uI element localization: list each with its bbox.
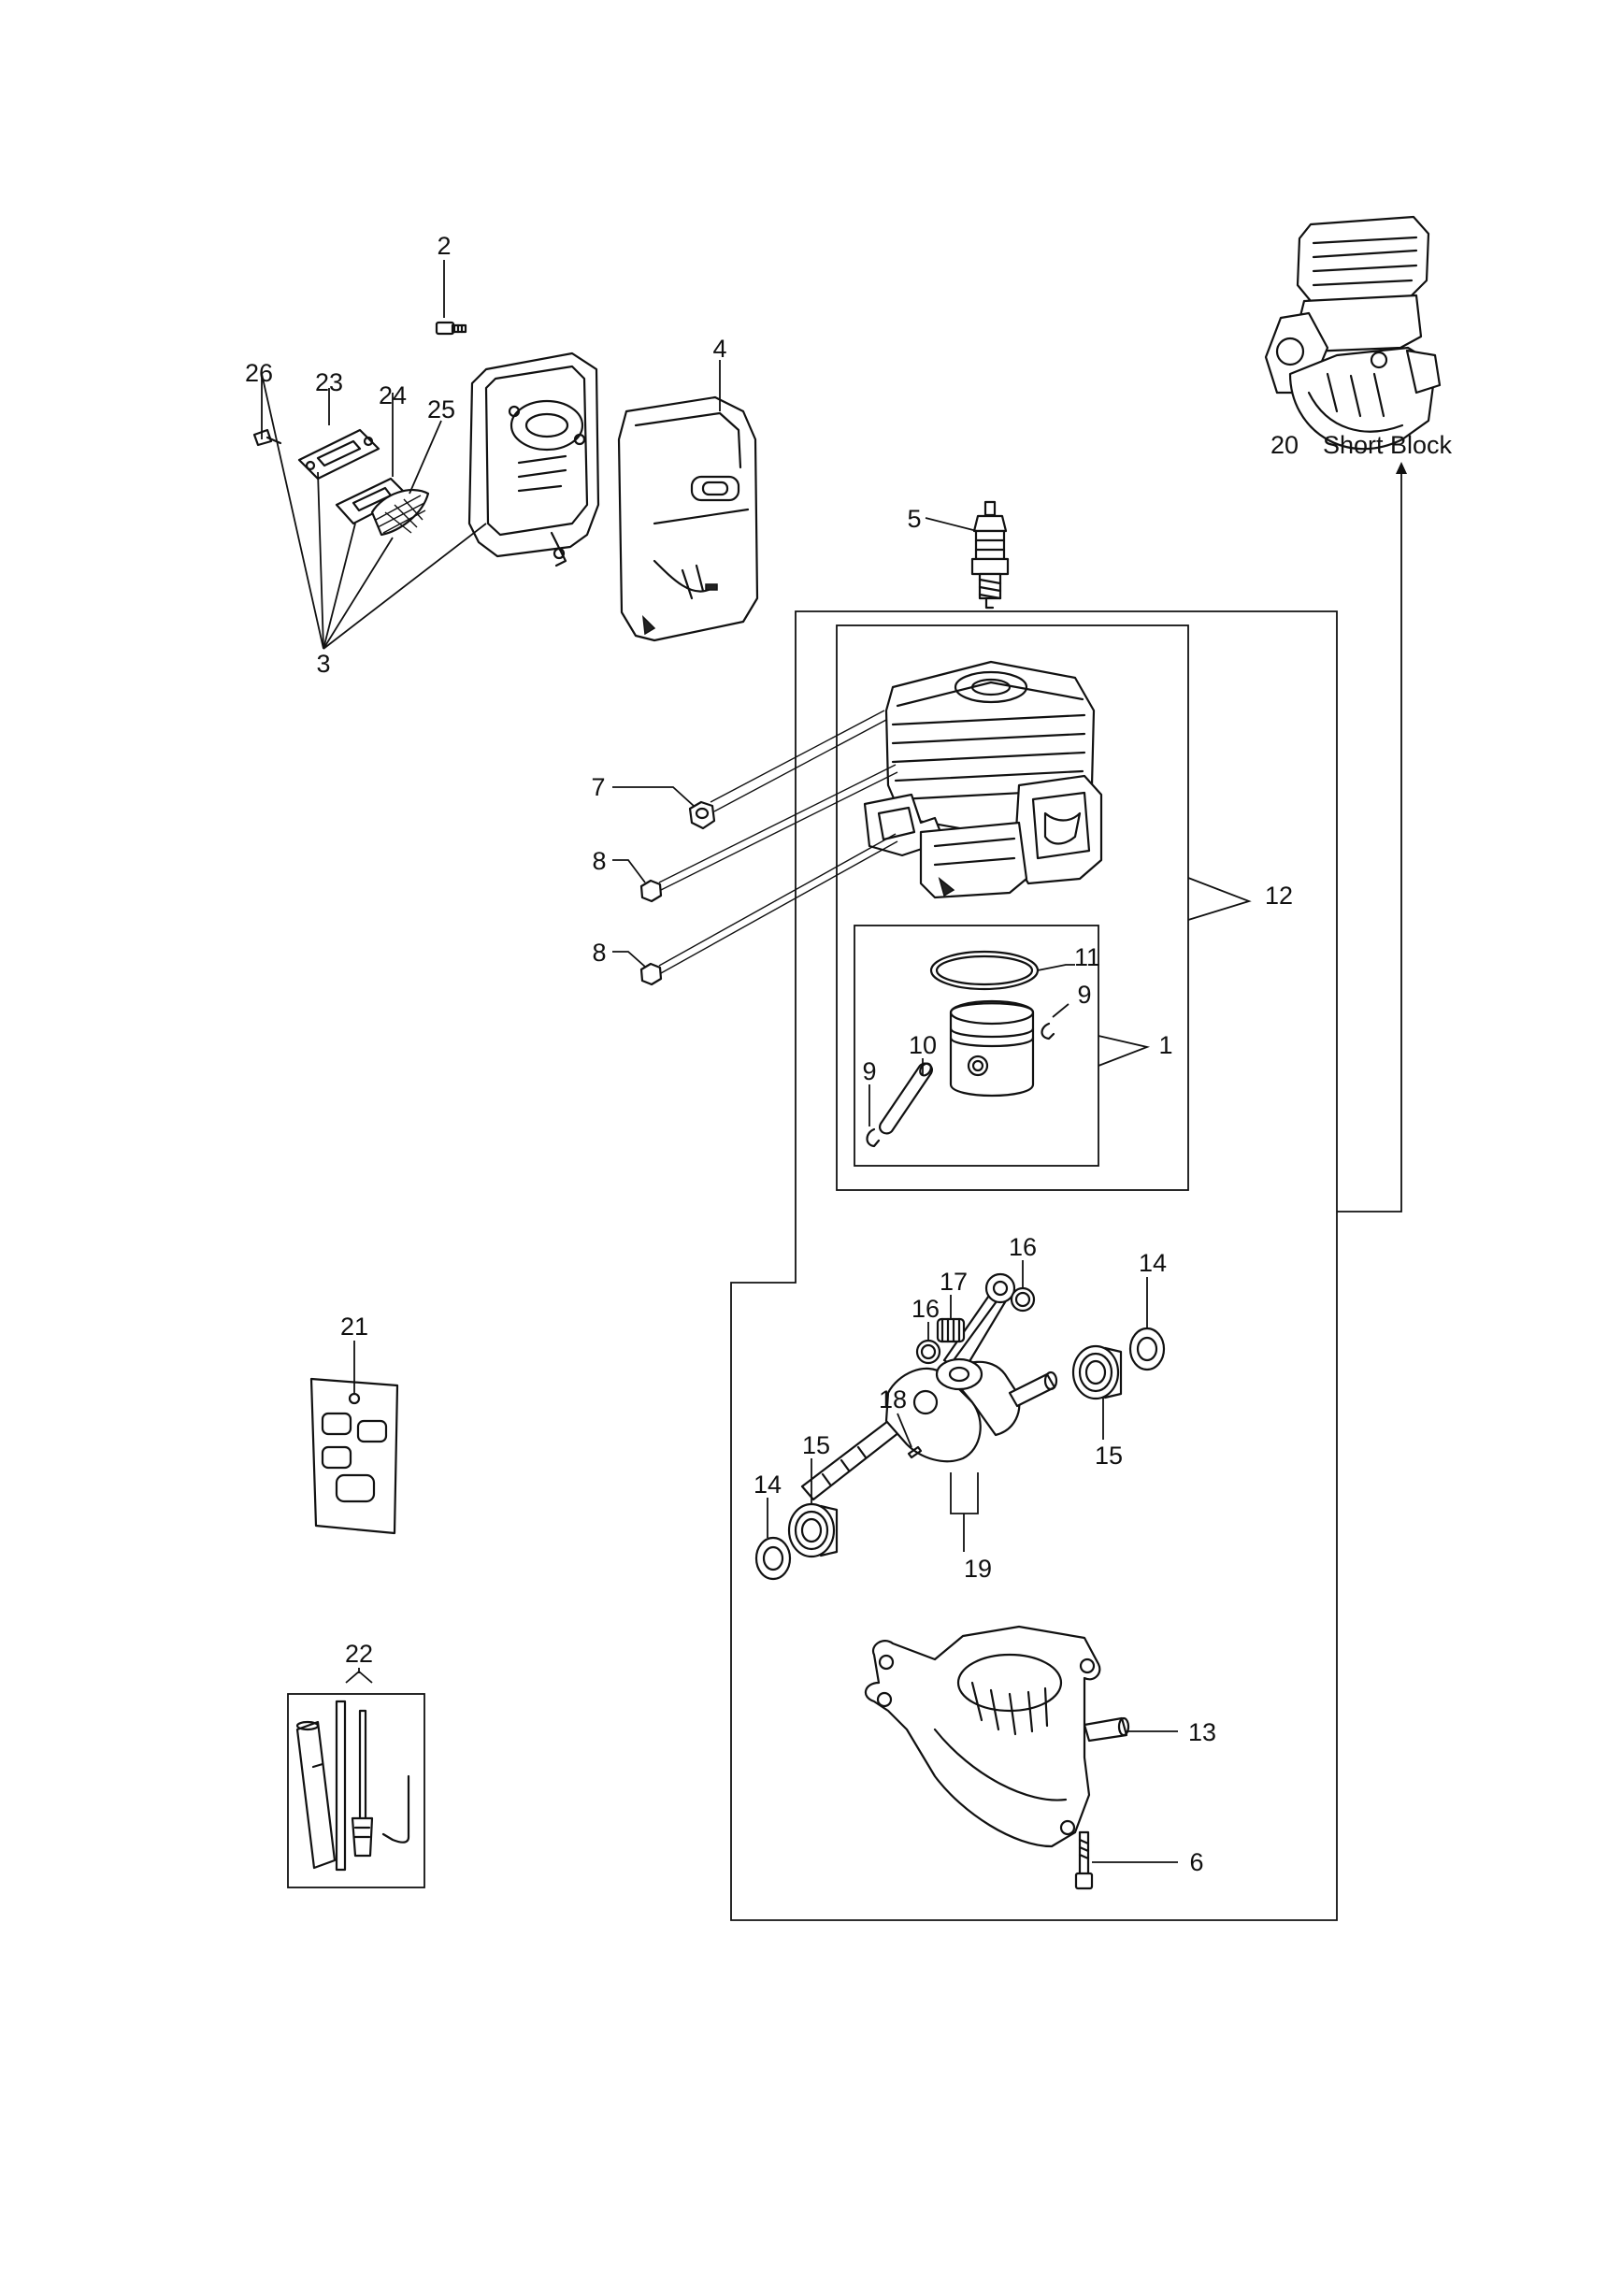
stud-leader-2: [660, 771, 898, 891]
cylinder-drawing: [863, 660, 1103, 899]
callout-9b: 9: [1077, 981, 1091, 1009]
piston-drawing: [949, 999, 1035, 1098]
piston-pin-drawing: [879, 1062, 933, 1135]
callout-17: 17: [940, 1268, 968, 1296]
leader-22: [345, 1668, 373, 1684]
callout-5: 5: [907, 505, 921, 533]
bearing-17-drawing: [936, 1317, 966, 1343]
nut-8b-drawing: [639, 962, 663, 986]
callout-8b: 8: [592, 939, 606, 967]
clip-9a-drawing: [866, 1127, 881, 1148]
gasket-23-drawing: [297, 428, 380, 481]
callout-13: 13: [1188, 1718, 1216, 1746]
leader-3-26: [261, 373, 324, 650]
leader-7: [612, 786, 695, 807]
callout-24: 24: [379, 381, 407, 409]
bearing-15a-drawing: [787, 1502, 839, 1558]
piston-kit-box: [854, 925, 1099, 1167]
leader-12: [1187, 877, 1252, 921]
washer-16b-drawing: [1010, 1286, 1036, 1313]
callout-16b: 16: [1009, 1233, 1037, 1261]
stud-leader-1: [713, 719, 887, 812]
callout-26: 26: [245, 359, 273, 387]
short-block-arrowhead: [1396, 462, 1407, 474]
muffler-cover-drawing: [617, 395, 759, 642]
stud-leader-3: [660, 840, 898, 974]
muffler-screw-drawing: [252, 428, 282, 447]
leader-18: [897, 1413, 912, 1448]
callout-14b: 14: [1139, 1249, 1167, 1277]
muffler-bolt-drawing: [435, 321, 467, 336]
leader-1: [1098, 1035, 1151, 1067]
clip-9b-drawing: [1041, 1022, 1055, 1040]
engine-assembly-outline: [730, 610, 1338, 1921]
callout-9a: 9: [862, 1057, 876, 1085]
leader-8a: [612, 859, 646, 883]
callout-23: 23: [315, 368, 343, 396]
bearing-15b-drawing: [1071, 1344, 1123, 1400]
leader-3-body: [323, 523, 487, 650]
callout-14a: 14: [754, 1471, 782, 1499]
leader-19: [950, 1472, 979, 1552]
short-block-label: Short Block: [1323, 431, 1453, 459]
callout-16a: 16: [911, 1295, 940, 1323]
tool-kit-drawing: [295, 1700, 410, 1872]
leader-9b: [1052, 1003, 1069, 1018]
seal-14b-drawing: [1128, 1327, 1166, 1371]
callout-1: 1: [1158, 1031, 1172, 1059]
piston-ring-drawing: [929, 950, 1040, 991]
callout-6: 6: [1189, 1848, 1203, 1876]
stud-leader-1b: [710, 710, 885, 803]
nut-7-drawing: [688, 800, 716, 830]
seal-14a-drawing: [754, 1536, 792, 1581]
tool-kit-box: [287, 1693, 425, 1888]
cylinder-kit-box: [836, 624, 1189, 1191]
callout-2: 2: [437, 232, 451, 260]
crankcase-drawing: [864, 1625, 1130, 1848]
callout-18: 18: [879, 1385, 907, 1413]
callout-22: 22: [345, 1640, 373, 1668]
bolt-6-drawing: [1074, 1830, 1094, 1890]
callout-21: 21: [340, 1313, 368, 1341]
callout-20: 20: [1270, 431, 1299, 459]
pin-18-drawing: [907, 1445, 923, 1459]
callout-15b: 15: [1095, 1442, 1123, 1470]
decal-drawing: [309, 1377, 399, 1535]
callout-15a: 15: [802, 1431, 830, 1459]
washer-16a-drawing: [915, 1339, 941, 1365]
crankshaft-drawing: [800, 1272, 1058, 1501]
stud-leader-2b: [658, 764, 897, 883]
muffler-body-drawing: [467, 352, 600, 567]
callout-8a: 8: [592, 847, 606, 875]
leader-5: [925, 517, 978, 532]
spark-plug-drawing: [970, 500, 1010, 610]
leader-11: [1037, 964, 1075, 971]
callout-3: 3: [316, 650, 330, 678]
callout-12: 12: [1265, 882, 1293, 910]
spark-screen-drawing: [370, 489, 430, 537]
callout-25: 25: [427, 395, 455, 423]
short-block-drawing: [1264, 215, 1442, 451]
callout-4: 4: [712, 335, 726, 363]
callout-10: 10: [909, 1031, 937, 1059]
leader-3-24: [323, 393, 394, 650]
leader-3-23: [317, 388, 330, 650]
leader-8b: [612, 951, 646, 968]
stud-leader-3b: [658, 833, 897, 967]
nut-8a-drawing: [639, 879, 663, 903]
callout-19: 19: [964, 1555, 992, 1583]
leader-3-25: [323, 420, 442, 650]
short-block-arrow-line: [1337, 472, 1402, 1213]
callout-11: 11: [1074, 943, 1100, 971]
callout-7: 7: [591, 773, 605, 801]
